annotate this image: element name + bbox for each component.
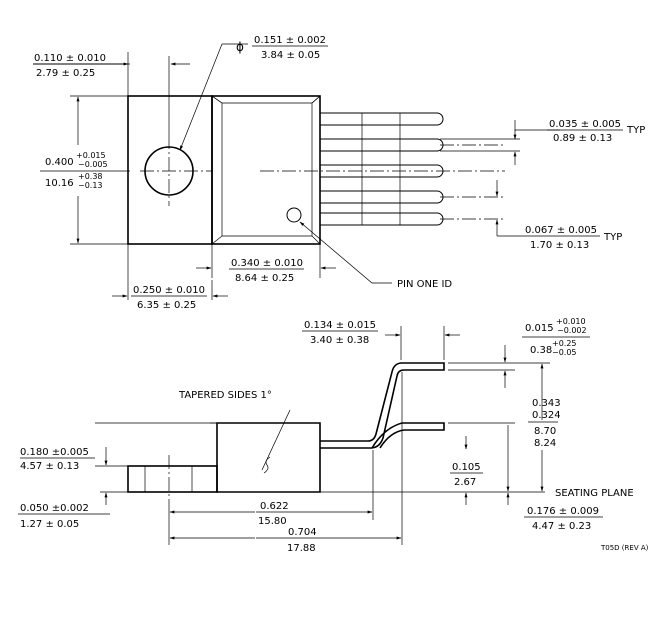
- side-tab: [127, 465, 218, 493]
- body-chamfer: [210, 95, 321, 104]
- tab-width-inch: 0.250 ± 0.010: [133, 285, 205, 296]
- overall-height-inch-a: 0.343: [532, 398, 561, 409]
- hole-dia-inch: 0.151 ± 0.002: [254, 35, 326, 46]
- lead-thk-mm-base: 0.38: [530, 345, 552, 356]
- height-mm-minus: −0.13: [78, 181, 103, 190]
- lead-thk-inch-base: 0.015: [525, 323, 554, 334]
- body-width-mm: 8.64 ± 0.25: [235, 273, 294, 284]
- lead-offset-mm: 3.40 ± 0.38: [310, 335, 369, 346]
- labels: 0.110 ± 0.010 2.79 ± 0.25 ϕ 0.151 ± 0.00…: [18, 35, 649, 554]
- pin-one-marker: [286, 207, 302, 223]
- seating-plane-label: SEATING PLANE: [555, 488, 634, 499]
- tab-to-hole-inch: 0.110 ± 0.010: [34, 53, 106, 64]
- overall-length-mm: 17.88: [287, 543, 316, 554]
- lead-bend-mm: 2.67: [454, 477, 476, 488]
- height-inch-minus: −0.005: [78, 160, 108, 169]
- lead-thk-inch-plus: +0.010: [556, 317, 586, 326]
- height-inch-base: 0.400: [45, 157, 74, 168]
- hole-dia-mm: 3.84 ± 0.05: [261, 50, 320, 61]
- lead-bend-inch: 0.105: [452, 462, 481, 473]
- height-mm-base: 10.16: [45, 178, 74, 189]
- leads: [260, 112, 505, 226]
- mounting-tab: [127, 95, 213, 245]
- lead-thk-inch-minus: −0.002: [557, 326, 587, 335]
- body-width-inch: 0.340 ± 0.010: [231, 258, 303, 269]
- body-height-mm: 4.57 ± 0.13: [20, 461, 79, 472]
- lead-offset-inch: 0.134 ± 0.015: [304, 320, 376, 331]
- seat-height-mm: 4.47 ± 0.23: [532, 521, 591, 532]
- tab-width-mm: 6.35 ± 0.25: [137, 300, 196, 311]
- lead-2: [320, 138, 444, 152]
- lead-pitch-typ: TYP: [603, 232, 622, 243]
- height-inch-plus: +0.015: [76, 151, 106, 160]
- tab-thk-inch: 0.050 ±0.002: [20, 503, 89, 514]
- overall-height-inch-b: 0.324: [532, 410, 561, 421]
- side-body: [216, 422, 321, 493]
- drawing-id: T05D (REV A): [600, 544, 649, 552]
- overall-height-mm-b: 8.24: [534, 438, 556, 449]
- package-body: [211, 95, 321, 245]
- lead-width-typ: TYP: [626, 125, 645, 136]
- height-mm-plus: +0.38: [78, 172, 103, 181]
- tapered-label: TAPERED SIDES 1°: [178, 390, 272, 401]
- body-height-inch: 0.180 ±0.005: [20, 447, 89, 458]
- lead-width-mm: 0.89 ± 0.13: [553, 133, 612, 144]
- lead-thk-mm-minus: −0.05: [552, 348, 577, 357]
- side-lead: [320, 362, 445, 449]
- lead-4: [320, 190, 444, 204]
- lead-thk-mm-plus: +0.25: [552, 339, 577, 348]
- lead-5: [320, 212, 444, 226]
- tab-to-hole-mm: 2.79 ± 0.25: [36, 68, 95, 79]
- pin-one-label: PIN ONE ID: [397, 279, 452, 290]
- lead-pitch-inch: 0.067 ± 0.005: [525, 225, 597, 236]
- lead-1: [320, 112, 444, 126]
- body-to-bend-inch: 0.622: [260, 501, 289, 512]
- seat-height-inch: 0.176 ± 0.009: [527, 506, 599, 517]
- tab-thk-mm: 1.27 ± 0.05: [20, 519, 79, 530]
- side-view: [20, 326, 550, 545]
- lead-pitch-mm: 1.70 ± 0.13: [530, 240, 589, 251]
- top-view: [33, 43, 560, 300]
- hole-phi-symbol: ϕ: [236, 40, 244, 54]
- overall-height-mm-a: 8.70: [534, 426, 556, 437]
- overall-length-inch: 0.704: [288, 527, 317, 538]
- lead-width-inch: 0.035 ± 0.005: [549, 119, 621, 130]
- body-to-bend-mm: 15.80: [258, 516, 287, 527]
